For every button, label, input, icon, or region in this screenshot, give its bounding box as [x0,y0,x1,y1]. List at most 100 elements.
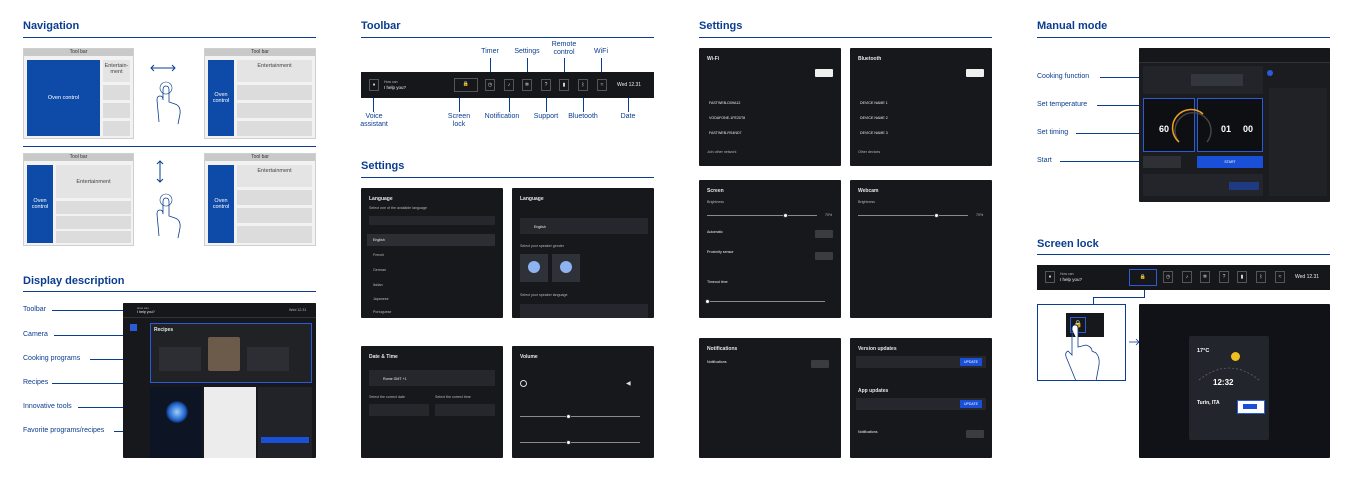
divider [23,146,316,147]
bluetooth-toggle[interactable] [966,69,984,77]
network-item[interactable]: FASTWEB-RS4ND7 [709,131,742,135]
temperature-dial[interactable] [1169,108,1213,146]
lock-icon[interactable]: 🔒 [1129,269,1157,286]
brightness-slider[interactable] [707,215,817,216]
volume-slider[interactable] [520,416,640,417]
voice-language-select[interactable] [520,304,648,318]
suggested-panel[interactable] [1143,174,1263,196]
list-item[interactable]: Japanese [373,297,389,301]
remote-control-icon[interactable]: ▮ [1237,271,1247,283]
network-item[interactable]: VODAFONE-1FE20T8 [709,116,746,120]
temperature-value: 60 [1159,124,1170,134]
callout-cooking-function: Cooking function [1037,73,1090,80]
slider-knob[interactable] [783,213,788,218]
automatic-toggle[interactable] [815,230,833,238]
version-update-row[interactable] [856,356,986,368]
recipe-card[interactable] [159,347,201,371]
section-rule [361,37,654,38]
recipe-card[interactable] [247,347,289,371]
automatic-label: Automatic [707,230,723,234]
suggestion-button[interactable] [1229,182,1259,190]
start-button[interactable]: START [1197,156,1263,168]
update-button[interactable]: UPDATE [960,400,982,408]
notifications-toggle[interactable] [966,430,984,438]
notifications-toggle[interactable] [811,360,829,368]
gear-icon[interactable]: ✲ [522,79,532,91]
slider-knob[interactable] [566,440,571,445]
sun-arc [1198,367,1260,381]
toolbar-screenshot: ♦ How can I help you? 🔒 ◷ ♪ ✲ ? ▮ ᛒ ≈ We… [361,72,654,98]
date-input[interactable] [369,404,429,416]
list-item[interactable]: Portuguese [373,310,392,314]
option-button[interactable] [1143,156,1181,168]
unlock-button[interactable] [1243,404,1257,409]
network-item[interactable]: FASTWEB-D09A12 [709,101,741,105]
favorite-programs-panel[interactable] [258,387,312,458]
bluetooth-icon[interactable]: ᛒ [578,79,588,91]
callout-line [459,98,460,112]
screen-subtitle: Select one of the available language [369,206,427,210]
toolbar-date: Wed 12.31 [617,82,642,88]
timezone-select[interactable] [369,370,495,386]
volume-screen: Volume ◀ [512,346,654,458]
device-item[interactable]: DEVICE NAME 3 [860,131,888,135]
camera-icon[interactable] [130,324,137,331]
notification-icon[interactable]: ♪ [504,79,514,91]
tool-image [166,401,188,423]
temperature-panel[interactable] [1143,98,1195,152]
screen-title: Language [369,196,393,202]
search-input[interactable] [369,216,495,225]
join-network-link[interactable]: Join other network [707,150,737,154]
remote-control-icon[interactable]: ▮ [559,79,569,91]
wifi-toggle[interactable] [815,69,833,77]
timeout-slider[interactable] [707,301,825,302]
voice-assistant-icon[interactable]: ♦ [1045,271,1055,283]
volume-slider[interactable] [520,442,640,443]
callout-timer: Timer [481,48,499,55]
lock-icon[interactable]: 🔒 [454,78,478,92]
panel-block [56,231,131,243]
list-item[interactable]: English [373,238,385,242]
support-icon[interactable]: ? [541,79,551,91]
wifi-icon[interactable]: ≈ [597,79,607,91]
add-icon[interactable] [1267,70,1273,76]
callout-innovative-tools: Innovative tools [23,403,72,410]
wifi-icon[interactable]: ≈ [1275,271,1285,283]
list-item[interactable]: French [373,253,385,257]
update-button[interactable]: UPDATE [960,358,982,366]
hand-pointer-icon [1065,324,1100,382]
cooking-function-select[interactable] [1191,74,1243,86]
slider-knob[interactable] [705,299,710,304]
list-item[interactable]: German [373,268,386,272]
other-devices-link[interactable]: Other devices [858,150,881,154]
bluetooth-icon[interactable]: ᛒ [1256,271,1266,283]
callout-toolbar: Toolbar [23,306,46,313]
device-item[interactable]: DEVICE NAME 2 [860,116,888,120]
timing-panel[interactable] [1197,98,1263,152]
device-item[interactable]: DEVICE NAME 1 [860,101,888,105]
app-update-row[interactable] [856,398,986,410]
notification-icon[interactable]: ♪ [1182,271,1192,283]
lock-widget[interactable] [1189,336,1269,440]
list-item[interactable]: Italian [373,283,383,287]
support-icon[interactable]: ? [1219,271,1229,283]
recipe-image[interactable] [208,337,240,371]
brightness-slider[interactable] [858,215,968,216]
recipes-title: Recipes [154,327,174,333]
gear-icon[interactable]: ✲ [1200,271,1210,283]
view-all-button[interactable] [261,437,309,443]
timer-icon[interactable]: ◷ [1163,271,1173,283]
proximity-toggle[interactable] [815,252,833,260]
slider-knob[interactable] [566,414,571,419]
voice-assistant-icon[interactable]: ♦ [369,79,379,91]
list-item-selected[interactable] [367,234,495,246]
section-rule [1037,37,1330,38]
gender-title: Select your speaker gender [520,244,564,248]
time-input[interactable] [435,404,495,416]
innovative-tool-card[interactable] [204,387,256,458]
callout-line [490,58,491,74]
entertainment-panel: Entertain- ment [103,60,130,82]
slider-knob[interactable] [934,213,939,218]
timer-icon[interactable]: ◷ [485,79,495,91]
language-select[interactable] [520,218,648,234]
